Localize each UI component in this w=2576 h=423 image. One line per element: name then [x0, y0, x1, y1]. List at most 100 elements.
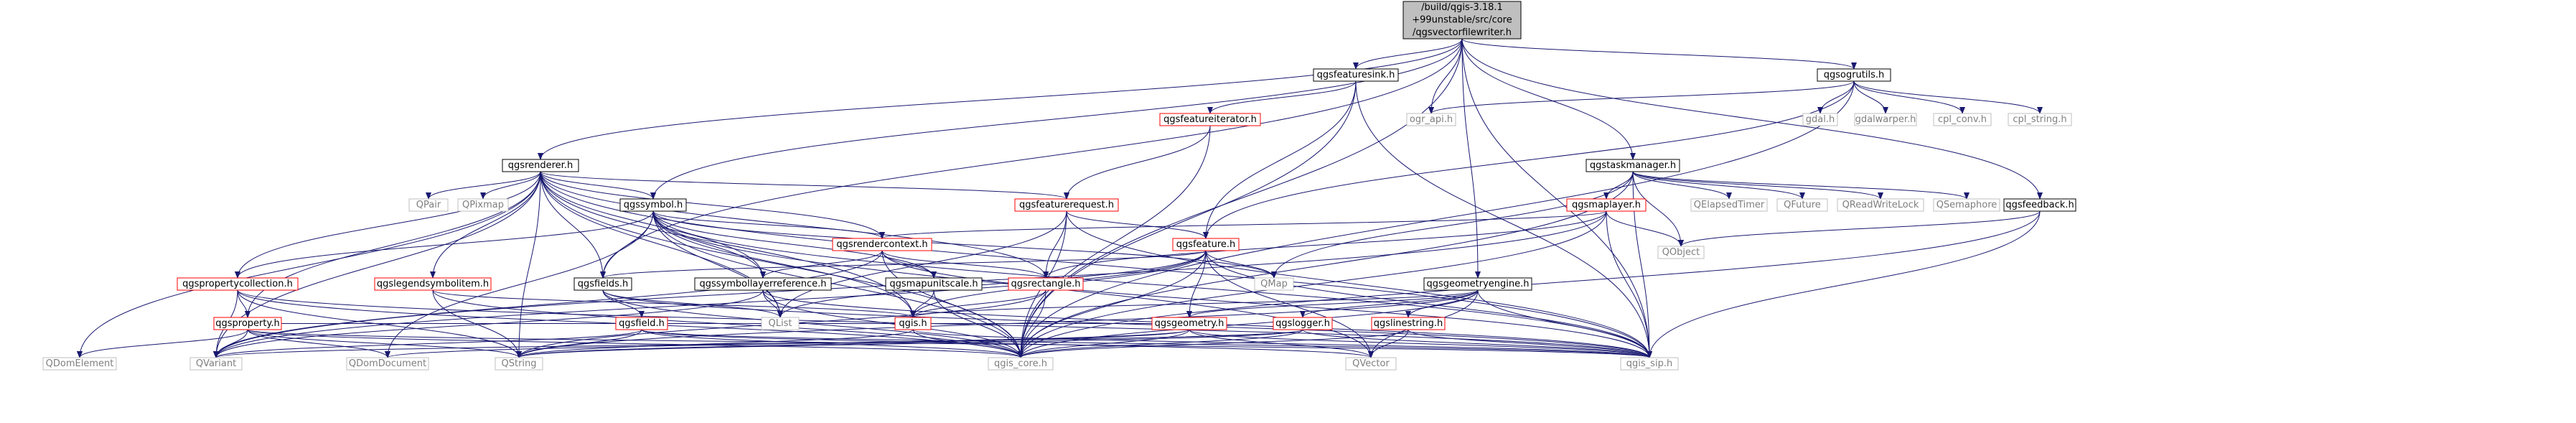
node-qgsgeometryengine[interactable]: qgsgeometryengine.h: [1423, 277, 1532, 291]
node-label-QVariant: QVariant: [196, 358, 236, 369]
edge-qgsfields-to-QList: [602, 289, 783, 318]
node-label-QElapsedTimer: QElapsedTimer: [1694, 200, 1765, 210]
node-box-cpl_string: [2008, 113, 2072, 126]
node-qgsfeatureiterator[interactable]: qgsfeatureiterator.h: [1159, 113, 1261, 126]
node-QString: QString: [495, 357, 543, 371]
node-qgsfeature[interactable]: qgsfeature.h: [1172, 238, 1240, 251]
node-box-qgis_core: [988, 357, 1054, 371]
node-label-QPair: QPair: [416, 200, 441, 210]
node-label-QDomDocument: QDomDocument: [349, 358, 426, 369]
node-QElapsedTimer: QElapsedTimer: [1690, 198, 1768, 212]
edge-qgssymbol-to-qgis: [652, 210, 916, 318]
edge-root-to-qgsrenderer: [538, 38, 1463, 160]
edge-qgssymbol-to-qgspropertycollection: [235, 210, 654, 279]
node-box-qgsproperty: [213, 317, 282, 330]
edge-qgsfeatureiterator-to-qgis_core: [1018, 125, 1211, 358]
node-qgsrectangle[interactable]: qgsrectangle.h: [1008, 277, 1084, 291]
node-qgis[interactable]: qgis.h: [894, 317, 932, 330]
node-box-qgsrectangle: [1008, 277, 1084, 291]
edge-qgssymbol-to-QDomDocument: [385, 210, 654, 358]
edge-qgsrenderer-to-qgsfeaturerequest: [540, 171, 1069, 200]
node-qgsfields[interactable]: qgsfields.h: [573, 277, 632, 291]
node-label-qgis: qgis.h: [899, 318, 927, 329]
edge-qgsrenderer-to-qgspropertycollection: [235, 171, 541, 279]
node-box-QString: [495, 357, 543, 371]
node-qgsfield[interactable]: qgsfield.h: [615, 317, 668, 330]
node-qgsfeaturerequest[interactable]: qgsfeaturerequest.h: [1014, 198, 1119, 212]
edge-qgsogrutils-to-gdalwarper: [1853, 80, 1888, 114]
edge-root-to-qgsgeometryengine: [1461, 38, 1481, 279]
edge-qgsmaplayer-to-qgsrectangle: [1043, 210, 1607, 279]
edge-qgslinestring-to-qgis_sip: [1408, 329, 1652, 358]
edge-qgstaskmanager-to-QReadWriteLock: [1632, 171, 1883, 200]
node-label-QVector: QVector: [1352, 358, 1390, 369]
node-label-qgslogger: qgslogger.h: [1275, 318, 1330, 329]
edge-root-to-qgis_sip: [1461, 38, 1652, 358]
node-qgssymbollayerreference[interactable]: qgssymbollayerreference.h: [694, 277, 832, 291]
edge-qgsrenderer-to-QString: [516, 171, 541, 358]
edge-qgsgeometryengine-to-qgis: [910, 289, 1479, 318]
node-box-cpl_conv: [1933, 113, 1992, 126]
node-label-qgsfeaturerequest: qgsfeaturerequest.h: [1019, 200, 1114, 210]
edge-qgsproperty-to-qgis_core: [247, 329, 1024, 358]
node-label-QPixmap: QPixmap: [462, 200, 504, 210]
node-qgsproperty[interactable]: qgsproperty.h: [213, 317, 282, 330]
node-qgsogrutils[interactable]: qgsogrutils.h: [1817, 68, 1891, 82]
node-qgslinestring[interactable]: qgslinestring.h: [1371, 317, 1446, 330]
node-label-qgsogrutils: qgsogrutils.h: [1824, 70, 1885, 80]
edge-qgslinestring-to-QVector: [1368, 329, 1409, 358]
edge-qgsfeature-to-qgis_sip: [1205, 250, 1652, 358]
edge-qgslogger-to-QVariant: [213, 329, 1303, 358]
node-QDomDocument: QDomDocument: [346, 357, 429, 371]
edge-qgsrendercontext-to-qgis_sip: [881, 250, 1652, 358]
node-label-QSemaphore: QSemaphore: [1936, 200, 1997, 210]
node-box-QDomDocument: [346, 357, 429, 371]
node-qgssymbol[interactable]: qgssymbol.h: [619, 198, 687, 212]
node-qgsrenderer[interactable]: qgsrenderer.h: [502, 159, 579, 172]
node-box-qgsrendercontext: [832, 238, 932, 251]
node-qgslogger[interactable]: qgslogger.h: [1273, 317, 1333, 330]
node-qgsgeometry[interactable]: qgsgeometry.h: [1151, 317, 1227, 330]
node-box-QDomElement: [42, 357, 117, 371]
node-label-gdal: gdal.h: [1806, 114, 1835, 125]
edge-qgsfeaturesink-to-qgis_sip: [1355, 80, 1652, 358]
node-qgsrendercontext[interactable]: qgsrendercontext.h: [832, 238, 932, 251]
edge-qgsogrutils-to-qgsfeature: [1203, 80, 1855, 239]
edge-qgsfeaturesink-to-qgis_core: [1018, 80, 1357, 358]
node-box-qgsfeatureiterator: [1159, 113, 1261, 126]
node-box-qgsfeature: [1172, 238, 1240, 251]
edge-qgsrenderer-to-qgslegendsymbolitem: [430, 171, 541, 279]
node-label-QObject: QObject: [1662, 247, 1700, 258]
node-qgsmapunitscale[interactable]: qgsmapunitscale.h: [885, 277, 983, 291]
edge-qgsgeometry-to-qgis_sip: [1189, 329, 1652, 358]
node-qgsfeaturesink[interactable]: qgsfeaturesink.h: [1313, 68, 1399, 82]
node-label-qgsmapunitscale: qgsmapunitscale.h: [889, 279, 978, 289]
node-gdal: gdal.h: [1802, 113, 1838, 126]
node-QSemaphore: QSemaphore: [1933, 198, 2000, 212]
node-QPair: QPair: [408, 198, 449, 212]
edge-qgstaskmanager-to-QFuture: [1632, 171, 1805, 200]
node-label-qgis_core: qgis_core.h: [994, 358, 1047, 369]
edge-qgsmaplayer-to-QObject: [1606, 210, 1684, 247]
edge-qgstaskmanager-to-QMap: [1271, 171, 1634, 279]
node-label-root-line-2: /qgsvectorfilewriter.h: [1413, 27, 1512, 38]
node-qgslegendsymbolitem[interactable]: qgslegendsymbolitem.h: [374, 277, 492, 291]
node-label-qgsrendercontext: qgsrendercontext.h: [836, 239, 927, 250]
node-qgstaskmanager[interactable]: qgstaskmanager.h: [1586, 159, 1680, 172]
node-label-qgstaskmanager: qgstaskmanager.h: [1590, 160, 1676, 171]
node-box-qgsgeometry: [1151, 317, 1227, 330]
node-qgspropertycollection[interactable]: qgspropertycollection.h: [177, 277, 299, 291]
edge-qgsrenderer-to-qgsproperty: [245, 171, 541, 318]
edge-qgsfeaturesink-to-qgsfeature: [1203, 80, 1357, 239]
node-label-qgssymbollayerreference: qgssymbollayerreference.h: [699, 279, 826, 289]
node-qgsfeedback[interactable]: qgsfeedback.h: [2003, 198, 2076, 212]
node-QList: QList: [761, 317, 800, 330]
edge-qgsfeaturerequest-to-QList: [777, 210, 1067, 318]
edge-qgsgeometry-to-QVector: [1189, 329, 1374, 358]
node-root[interactable]: /build/qgis-3.18.1+99unstable/src/core/q…: [1402, 1, 1522, 39]
edge-qgsfeature-to-qgsgeometry: [1186, 250, 1207, 318]
node-box-qgsfield: [615, 317, 668, 330]
edge-qgstaskmanager-to-QSemaphore: [1632, 171, 1970, 200]
node-qgsmaplayer[interactable]: qgsmaplayer.h: [1566, 198, 1647, 212]
